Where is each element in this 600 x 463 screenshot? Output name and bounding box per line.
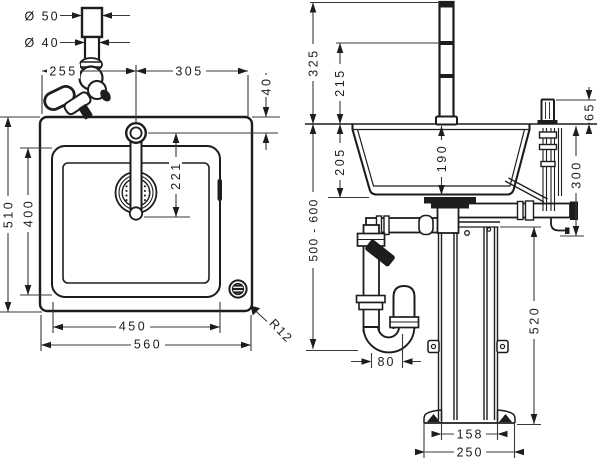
drain-piping: [365, 197, 578, 236]
spout-plan: [129, 135, 143, 210]
drain-remote-knob: [228, 279, 248, 299]
dim-outer-depth: 510: [1, 200, 15, 228]
dim-trap-offset: 80: [378, 355, 396, 369]
dim-spout-reach: 221: [169, 161, 183, 189]
sink-outer-edge: [38, 115, 254, 313]
dim-spout-diameter: Ø 50: [24, 10, 59, 24]
side-view: [305, 0, 597, 424]
dim-pillar-width: 158: [457, 427, 484, 441]
dim-pipe-diameter: Ø 40: [24, 36, 59, 50]
dim-bowl-depth: 400: [21, 199, 35, 227]
dim-pillar-height: 520: [527, 306, 541, 334]
faucet-hole-inner: [129, 126, 143, 140]
dim-faucet-height-total: 325: [306, 48, 320, 76]
dim-edge-to-faucet-axis: 40: [259, 77, 273, 96]
handle-bracket: [504, 128, 563, 211]
overflow-slot: [217, 179, 222, 201]
dim-bowl-width: 450: [119, 320, 147, 334]
faucet-column-side: [435, 0, 458, 126]
wall-outlet-cap: [570, 201, 578, 220]
dim-left-edge-to-faucet: 255: [49, 65, 77, 79]
r12-arrow: [250, 305, 261, 316]
mounting-pillar: [423, 221, 516, 424]
p-trap: [355, 224, 420, 354]
dim-corner-radius: R12: [266, 316, 295, 345]
dim-handle-height: 65: [582, 102, 596, 121]
dimension-labels: Ø 50 Ø 40 255 305 40 510 400 221 450 560…: [1, 10, 596, 460]
dim-faucet-to-right-edge: 305: [175, 65, 203, 79]
dishwasher-spigot: [365, 239, 395, 267]
dim-trap-height-range: 500 - 600: [306, 198, 320, 261]
dim-under-counter-depth: 205: [333, 147, 347, 175]
dim-faucet-height-spout: 215: [333, 68, 347, 96]
spout-aerator: [128, 206, 144, 221]
side-handle: [537, 98, 558, 125]
text-halos: [1, 44, 596, 459]
drain-tee: [436, 205, 460, 234]
dim-outer-width: 560: [134, 338, 162, 352]
faucet-lever: [43, 85, 93, 120]
dim-counter-to-outlet: 300: [569, 160, 583, 188]
dimension-arrows: [4, 2, 593, 456]
top-view: [38, 6, 254, 313]
faucet-hole-outer: [124, 121, 147, 144]
dim-bowl-inner-depth: 190: [435, 144, 449, 172]
dim-base-width: 250: [457, 445, 484, 459]
